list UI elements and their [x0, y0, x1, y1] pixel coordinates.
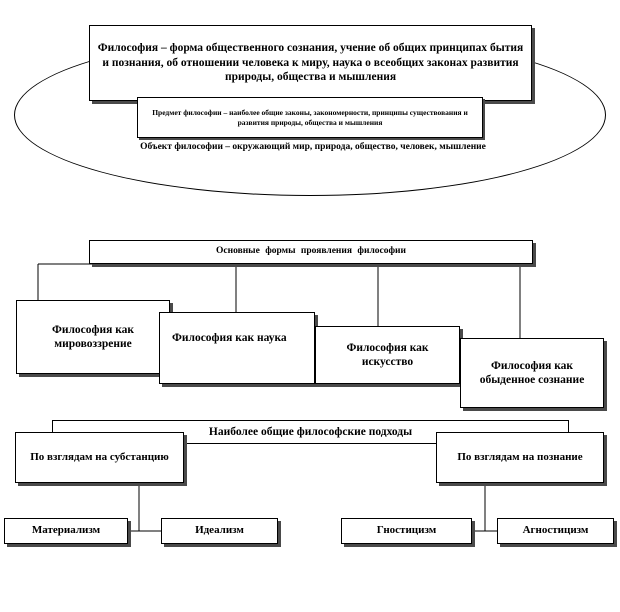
- philosophy-definition-box: Философия – форма общественного сознания…: [89, 25, 532, 101]
- form-art-box: Философия как искусство: [315, 326, 460, 384]
- form-art: Философия как искусство: [346, 341, 429, 368]
- form-science: Философия как наука: [172, 332, 287, 344]
- form-worldview-box: Философия как мировоззрение: [16, 300, 170, 374]
- forms-title: Основные формы проявления философии: [215, 246, 407, 257]
- approaches-title: Наиболее общие философские подходы: [208, 425, 413, 438]
- cognition-label: По взглядам на познание: [457, 450, 583, 463]
- form-everyday-box: Философия как обыденное сознание: [460, 338, 604, 408]
- idealism-box: Идеализм: [161, 518, 278, 544]
- materialism-box: Материализм: [4, 518, 128, 544]
- idealism: Идеализм: [195, 524, 244, 537]
- form-everyday: Философия как обыденное сознание: [479, 359, 585, 386]
- philosophy-definition: Философия – форма общественного сознания…: [97, 42, 524, 84]
- gnosticism: Гностицизм: [376, 524, 437, 537]
- cognition-box: По взглядам на познание: [436, 432, 604, 483]
- form-science-box: Философия как наука: [159, 312, 315, 384]
- gnosticism-box: Гностицизм: [341, 518, 472, 544]
- philosophy-subject-box: Предмет философии – наиболее общие закон…: [137, 97, 483, 138]
- form-worldview: Философия как мировоззрение: [51, 323, 135, 350]
- agnosticism-box: Агностицизм: [497, 518, 614, 544]
- agnosticism: Агностицизм: [522, 524, 589, 537]
- substance-label: По взглядам на субстанцию: [30, 450, 169, 463]
- philosophy-object: Объект философии – окружающий мир, приро…: [140, 142, 486, 152]
- substance-box: По взглядам на субстанцию: [15, 432, 184, 483]
- forms-title-box: Основные формы проявления философии: [89, 240, 533, 264]
- materialism: Материализм: [31, 524, 101, 537]
- philosophy-subject: Предмет философии – наиболее общие закон…: [152, 108, 468, 127]
